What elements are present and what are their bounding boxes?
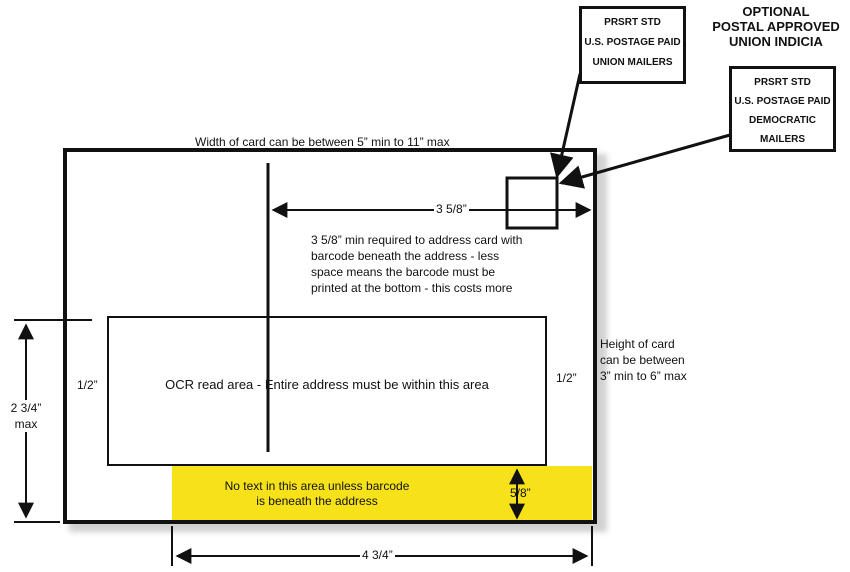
ocr-read-area: [107, 316, 547, 466]
height-note-line-2: can be between: [600, 353, 685, 367]
union-indicia-pointer: [550, 73, 582, 179]
left-height-label: 2 3/4” max: [4, 400, 48, 432]
democratic-indicia-line-3: DEMOCRATIC: [748, 115, 817, 126]
union-indicia-line-3: UNION MAILERS: [592, 57, 673, 68]
democratic-indicia-line-2: U.S. POSTAGE PAID: [734, 96, 831, 107]
five-eighths-label: 5/8”: [510, 486, 531, 500]
democratic-indicia-pointer: [558, 133, 731, 189]
height-note-line-3: 3” min to 6” max: [600, 369, 687, 383]
left-height-max: max: [14, 417, 38, 431]
address-note-line-1: 3 5/8” min required to address card with: [311, 233, 523, 247]
left-margin-label: 1/2”: [77, 378, 98, 392]
ocr-read-area-label: OCR read area - Entire address must be w…: [165, 377, 489, 392]
four-three-quarters-label: 4 3/4”: [360, 548, 395, 562]
barcode-area-note: No text in this area unless barcode is b…: [172, 479, 462, 509]
card-height-note: Height of card can be between 3” min to …: [600, 336, 687, 384]
height-note-line-1: Height of card: [600, 337, 675, 351]
title-line-2: POSTAL APPROVED: [712, 19, 840, 34]
address-requirement-note: 3 5/8” min required to address card with…: [311, 232, 522, 296]
stamp-box: [505, 176, 559, 230]
card-width-note: Width of card can be between 5” min to 1…: [195, 135, 450, 149]
right-margin-label: 1/2”: [556, 371, 577, 385]
address-note-line-3: space means the barcode must be: [311, 265, 496, 279]
title-line-1: OPTIONAL: [742, 4, 810, 19]
barcode-area-line-2: is beneath the address: [256, 494, 378, 508]
optional-indicia-title: OPTIONAL POSTAL APPROVED UNION INDICIA: [706, 4, 846, 49]
title-line-3: UNION INDICIA: [729, 34, 823, 49]
democratic-indicia-box: PRSRT STD U.S. POSTAGE PAID DEMOCRATIC M…: [729, 66, 836, 152]
address-note-line-4: printed at the bottom - this costs more: [311, 281, 513, 295]
barcode-area-line-1: No text in this area unless barcode: [224, 479, 410, 493]
left-height-value: 2 3/4”: [10, 401, 42, 415]
three-five-eighths-label: 3 5/8”: [434, 202, 469, 216]
democratic-indicia-line-4: MAILERS: [760, 134, 805, 145]
democratic-indicia-line-1: PRSRT STD: [754, 77, 811, 88]
union-indicia-line-2: U.S. POSTAGE PAID: [584, 37, 681, 48]
union-indicia-line-1: PRSRT STD: [604, 17, 661, 28]
address-note-line-2: barcode beneath the address - less: [311, 249, 500, 263]
union-indicia-box: PRSRT STD U.S. POSTAGE PAID UNION MAILER…: [579, 6, 686, 84]
